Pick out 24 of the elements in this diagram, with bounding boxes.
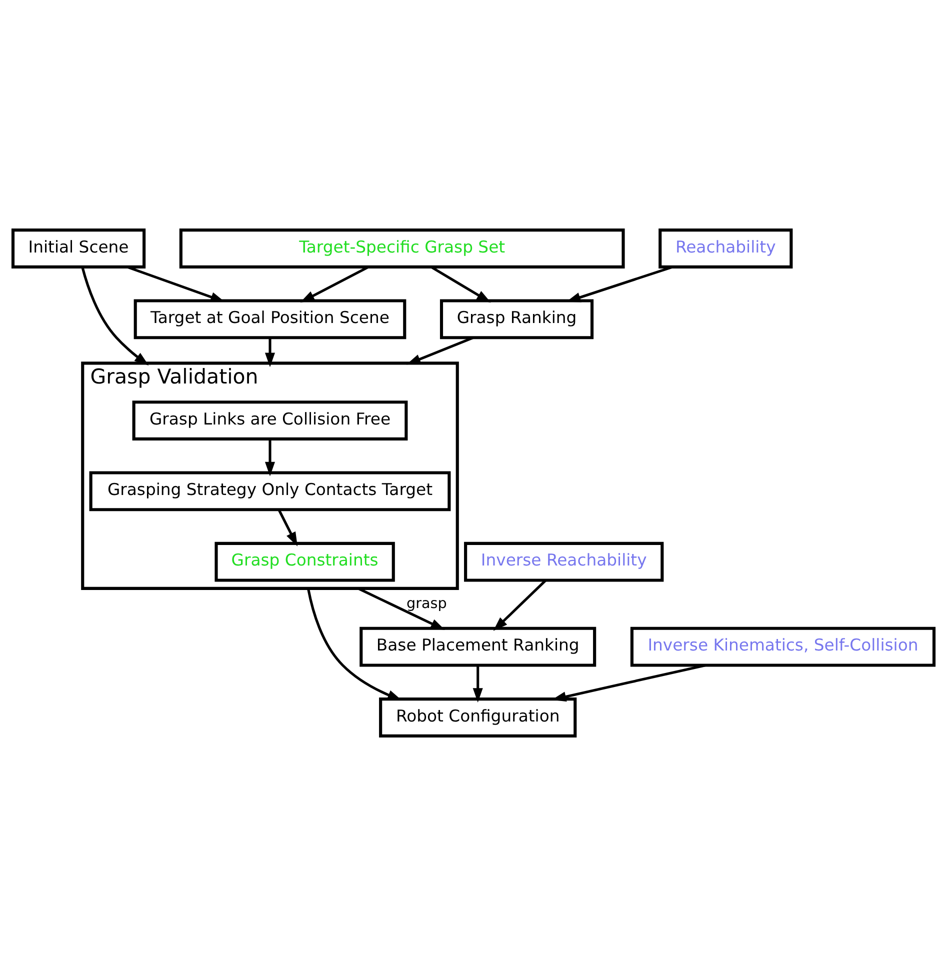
node-box: Grasp Ranking [440, 299, 594, 340]
node-box: Inverse Reachability [464, 542, 664, 582]
arrow [300, 266, 369, 302]
node-box: Base Placement Ranking [360, 626, 596, 667]
arrow [264, 439, 276, 476]
arrow [81, 266, 149, 366]
arrow [278, 509, 298, 546]
node-box: Grasp Links are Collision Free [132, 400, 408, 440]
arrow [406, 336, 474, 365]
node-box: Inverse Kinematics, Self-Collision [630, 626, 936, 667]
node-box: Robot Configuration [379, 698, 577, 738]
node-box: Grasp Constraints [214, 542, 395, 582]
node-box: Initial Scene [11, 228, 146, 268]
node-box: Reachability [658, 228, 793, 268]
arrow [264, 338, 276, 368]
arrow [358, 587, 445, 630]
node-box: Target-Specific Grasp Set [179, 228, 625, 268]
arrow [126, 266, 225, 302]
arrow [430, 266, 491, 303]
edge-label: grasp [406, 596, 447, 612]
arrow [493, 580, 547, 631]
node-box: Target at Goal Position Scene [134, 299, 406, 340]
node-box: Grasping Strategy Only Contacts Target [89, 471, 451, 512]
arrow [472, 666, 483, 702]
